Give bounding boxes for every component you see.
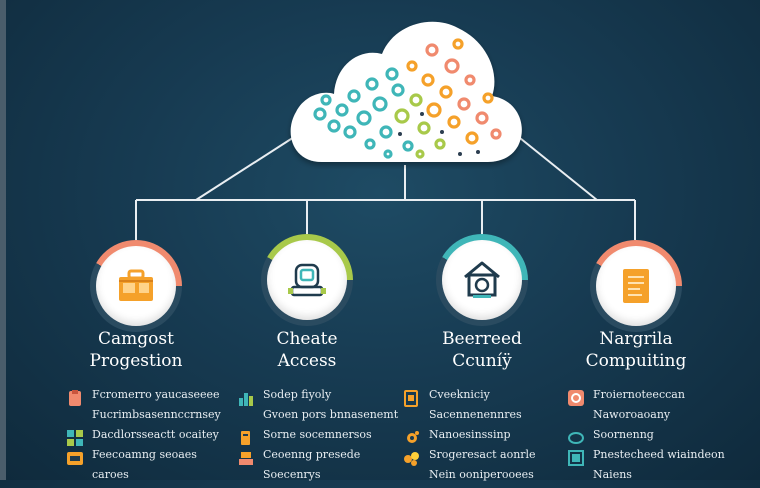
grid-icon	[66, 429, 84, 447]
list-item-text: Fcromerro yaucaseeee	[92, 388, 220, 401]
node-2	[261, 234, 353, 326]
book-icon	[237, 429, 255, 447]
spiral-icon	[567, 389, 585, 407]
gear-icon	[403, 429, 421, 447]
node-4	[590, 240, 682, 332]
node-title-3: Beerreed Ccuníÿ	[397, 328, 567, 372]
bar-chart-icon	[237, 389, 255, 407]
left-edge-strip	[0, 0, 6, 480]
document-icon	[403, 389, 421, 407]
list-item-text: Srogeresact aonrle	[429, 448, 536, 461]
node-title-1: Camgost Progestion	[51, 328, 221, 372]
connector-left-diagonal	[195, 129, 306, 201]
cloud-network-icon	[290, 21, 522, 163]
robot-icon	[267, 240, 347, 320]
list-item-text: Fucrimbsasennccrnsey	[92, 408, 221, 421]
stack-icon	[237, 449, 255, 467]
folder-icon	[66, 449, 84, 467]
list-item-text: Sodep fiyoly	[263, 388, 332, 401]
node-title-line: Nargrila	[599, 329, 673, 349]
node-title-2: Cheate Access	[222, 328, 392, 372]
list-item-text: Pnestecheed wiaindeon	[593, 448, 725, 461]
home-server-icon	[442, 240, 522, 320]
coins-icon	[403, 449, 421, 467]
node-title-line: Beerreed	[442, 329, 522, 349]
node-title-line: Compuiting	[585, 351, 687, 371]
list-item-text: Naworoaoany	[593, 408, 671, 421]
node-title-4: Nargrila Compuiting	[551, 328, 721, 372]
node-1	[90, 240, 182, 332]
node-title-line: Camgost	[98, 329, 174, 349]
list-item-text: caroes	[92, 468, 129, 481]
list-item-text: Gvoen pors bnnasenemt	[263, 408, 399, 421]
list-item-text: Soornenng	[593, 428, 654, 441]
node-title-line: Cheate	[276, 329, 338, 349]
briefcase-icon	[96, 246, 176, 326]
document-icon	[596, 246, 676, 326]
list-item-text: Ceoenng presede	[263, 448, 361, 461]
list-item-text: Froiernoteeccan	[593, 388, 685, 401]
node-title-line: Progestion	[89, 351, 183, 371]
list-item-text: Nein ooniperooees	[429, 468, 534, 481]
list-item-text: Cveekniciy	[429, 388, 490, 401]
node-title-line: Ccuníÿ	[452, 351, 512, 371]
connector-right-diagonal	[509, 129, 598, 201]
list-item-text: Nanoesinssinp	[429, 428, 511, 441]
chat-icon	[567, 429, 585, 447]
node-3	[436, 234, 528, 326]
photo-icon	[567, 449, 585, 467]
clipboard-icon	[66, 389, 84, 407]
list-item-text: Feecoamng seoaes	[92, 448, 197, 461]
list-item-text: Naiens	[593, 468, 632, 481]
list-item-text: Soecenrys	[263, 468, 321, 481]
list-item-text: Sorne socemnersos	[263, 428, 372, 441]
list-item-text: Sacennenennres	[429, 408, 522, 421]
node-title-line: Access	[277, 351, 337, 371]
list-item-text: Dacdlorsseactt ocaitey	[92, 428, 219, 441]
